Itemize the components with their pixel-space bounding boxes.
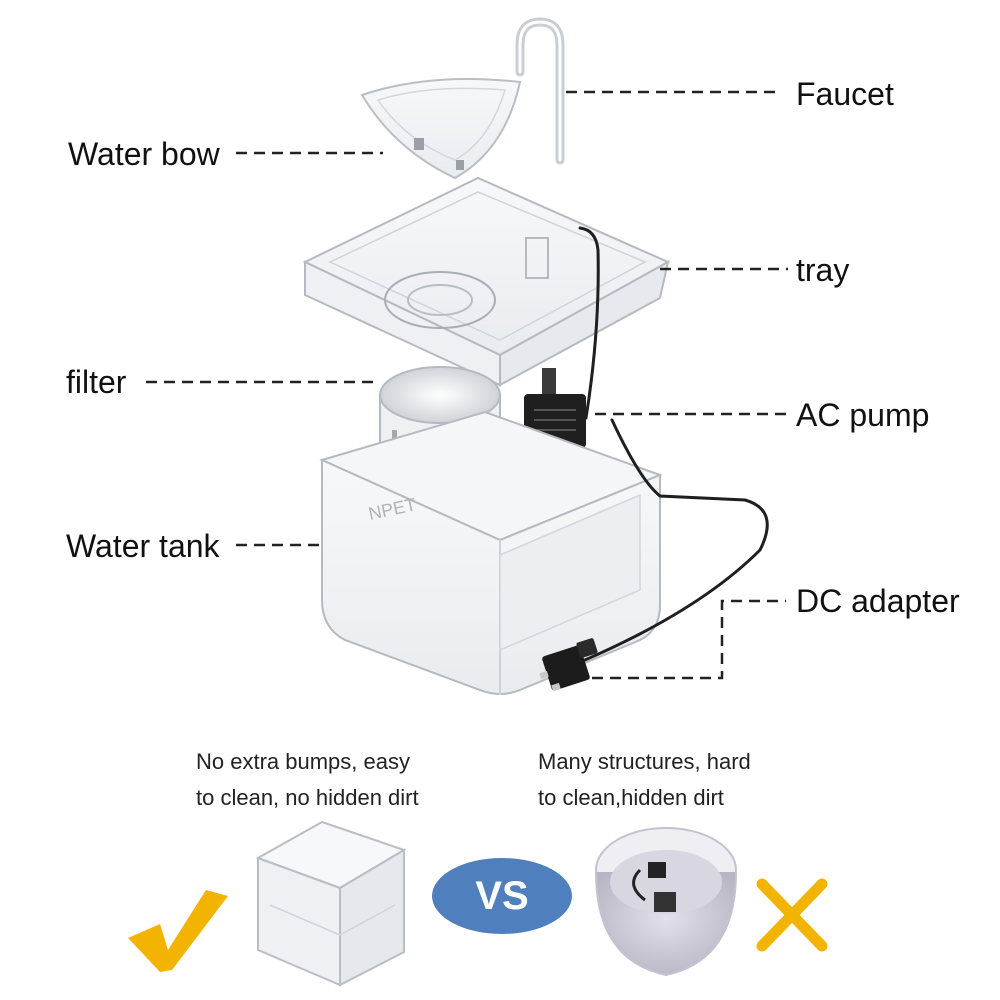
- caption-good-line1: No extra bumps, easy: [196, 749, 410, 774]
- clean-tank-image: [255, 820, 407, 987]
- label-water-tank: Water tank: [66, 528, 220, 564]
- label-dc-adapter: DC adapter: [796, 583, 960, 619]
- vs-badge: VS: [432, 858, 572, 934]
- caption-bad-line2: to clean,hidden dirt: [538, 785, 724, 810]
- caption-good-line2: to clean, no hidden dirt: [196, 785, 419, 810]
- dc-adapter: [539, 638, 598, 692]
- checkmark-icon: [128, 890, 228, 972]
- complex-bowl-image: [595, 827, 737, 977]
- water-bowl: [360, 77, 522, 180]
- faucet: [515, 17, 565, 165]
- label-water-bowl: Water bow: [68, 136, 220, 172]
- label-tray: tray: [796, 252, 850, 288]
- label-ac-pump: AC pump: [796, 397, 930, 433]
- tray: [302, 176, 671, 387]
- label-faucet: Faucet: [796, 76, 894, 112]
- water-tank: [319, 410, 663, 695]
- cross-icon: [756, 878, 828, 952]
- label-filter: filter: [66, 364, 127, 400]
- caption-bad-line1: Many structures, hard: [538, 749, 751, 774]
- leader-lines: [146, 90, 788, 680]
- power-cable: [578, 226, 769, 662]
